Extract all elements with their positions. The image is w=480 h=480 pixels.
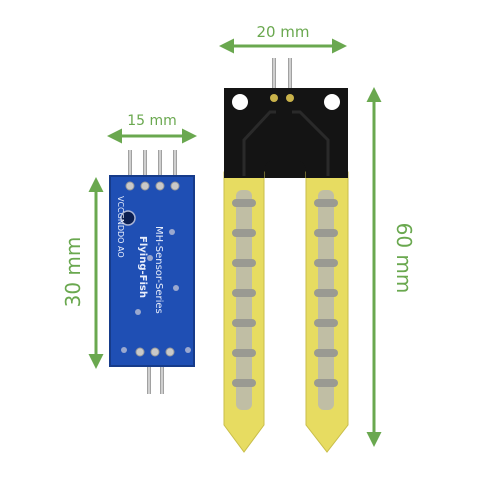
series-label: MH-Sensor-Series bbox=[153, 226, 164, 314]
brand-label: Flying-Fish bbox=[137, 236, 148, 298]
probe-trace-left bbox=[236, 190, 252, 410]
soil-probe bbox=[223, 58, 349, 453]
dim-label-module-width: 15 mm bbox=[127, 113, 177, 129]
probe-pin-right bbox=[288, 58, 292, 90]
dim-label-top: 20 mm bbox=[256, 23, 309, 41]
mounting-hole-left bbox=[232, 94, 248, 110]
probe-trace-right bbox=[318, 190, 334, 410]
pin-labels: VCCGNDDO AO bbox=[116, 196, 125, 258]
mounting-hole-right bbox=[324, 94, 340, 110]
dim-label-right: 60 mm bbox=[392, 223, 416, 294]
sensor-module: VCCGNDDO AO MH-Sensor-Series Flying-Fish bbox=[109, 150, 195, 394]
dim-label-module-height: 30 mm bbox=[61, 237, 85, 308]
module-pcb bbox=[109, 175, 195, 367]
probe-pin-left bbox=[272, 58, 276, 90]
